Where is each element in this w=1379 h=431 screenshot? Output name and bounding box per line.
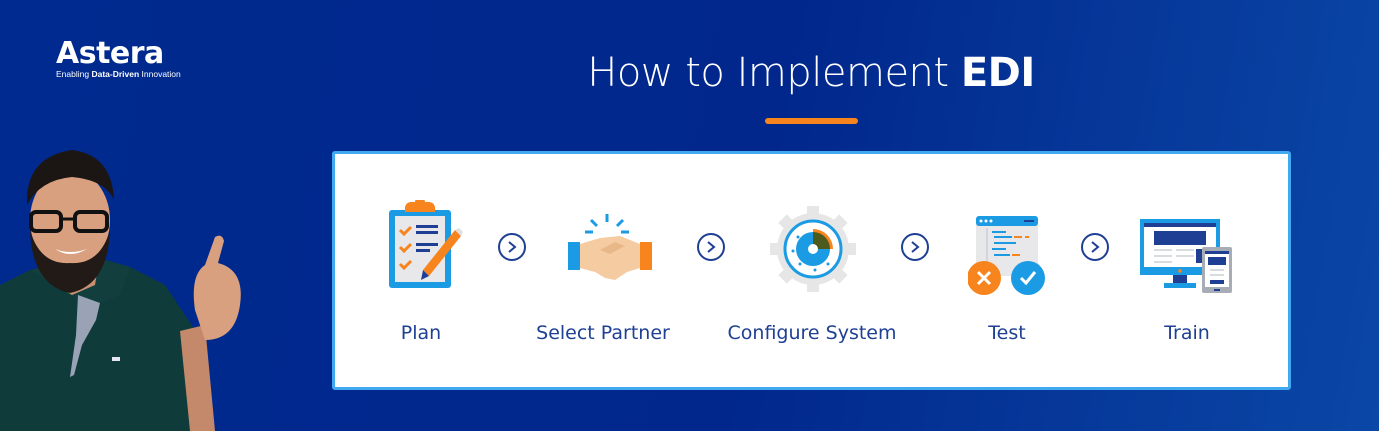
logo-tagline: Enabling Data-Driven Innovation <box>56 69 181 79</box>
handshake-icon <box>565 212 655 286</box>
steps-card: Plan Select Partner <box>332 151 1291 390</box>
code-window-pass-fail-icon <box>967 216 1048 300</box>
clipboard-checklist-icon <box>385 197 465 294</box>
chevron-right-icon <box>901 233 929 261</box>
presenter-photo <box>0 150 241 431</box>
step-label-test: Test <box>988 322 1026 344</box>
chevron-right-icon <box>498 233 526 261</box>
step-label-plan: Plan <box>400 322 442 344</box>
title-underline <box>765 118 858 124</box>
step-label-configure-system: Configure System <box>727 322 897 344</box>
astera-logo: Astera Enabling Data-Driven Innovation <box>56 36 181 80</box>
chevron-right-icon <box>697 233 725 261</box>
logo-wordmark: Astera <box>56 36 164 71</box>
page-title: How to Implement EDI <box>587 50 1035 96</box>
step-label-train: Train <box>1164 322 1210 344</box>
step-label-select-partner: Select Partner <box>536 322 670 344</box>
chevron-right-icon <box>1081 233 1109 261</box>
monitor-tablet-icon <box>1140 219 1232 297</box>
gear-dial-icon <box>770 206 856 296</box>
